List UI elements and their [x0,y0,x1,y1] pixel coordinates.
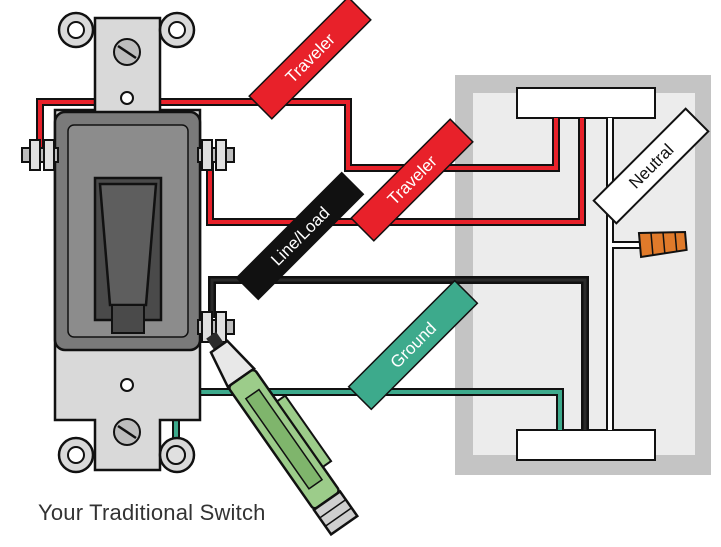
strap-ear-bottom-left [57,436,95,474]
terminal-screws [21,139,235,465]
fixture-plate-bottom [516,429,656,461]
fixture-plate-top [516,87,656,119]
toggle-lever[interactable] [98,182,158,307]
screw-icon [113,38,141,66]
ground-screw [166,445,186,465]
screw-icon [197,139,235,171]
caption: Your Traditional Switch [38,500,266,525]
strap-ear-top-right [158,11,196,49]
line-load-wire [208,276,589,430]
wire-nut-icon [637,231,688,259]
strap-ear-top-left [57,11,95,49]
label-neutral: Neutral [592,107,710,225]
screw-icon [113,418,141,446]
traveler-wires [36,98,586,226]
screw-icon [197,311,235,343]
screw-icon [21,139,59,171]
switch-body [53,110,202,352]
voltage-tester-icon [206,331,360,537]
